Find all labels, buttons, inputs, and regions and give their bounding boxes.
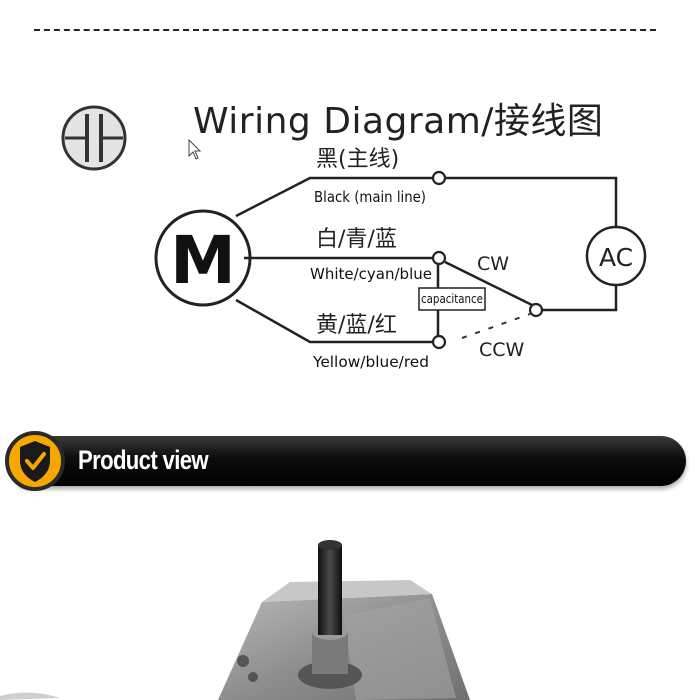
wire-label-cn-black: 黑(主线) [316, 147, 399, 172]
cw-label: CW [477, 253, 509, 275]
mouse-cursor-icon [188, 138, 202, 160]
yellow-wire [235, 298, 432, 344]
wire-label-cn-white: 白/青/蓝 [316, 227, 397, 252]
ac-power-symbol: AC [585, 225, 647, 287]
black-wire [235, 176, 432, 218]
capacitor-symbol-icon [61, 105, 127, 171]
motor-label: M [170, 222, 236, 299]
product-photo [0, 540, 470, 700]
terminal-switch [528, 302, 544, 318]
wire-label-en-white: White/cyan/blue [310, 265, 432, 283]
ccw-switch-line [461, 313, 531, 339]
capacitor-box [418, 287, 486, 311]
ac-label: AC [599, 243, 633, 272]
diagram-title: Wiring Diagram/接线图 [193, 101, 603, 142]
terminals [431, 170, 544, 350]
ac-top-lead [446, 176, 618, 227]
wiring-diagram: Wiring Diagram/接线图 M AC capacitance 黑(主线… [61, 101, 647, 371]
terminal-black [431, 170, 447, 186]
terminal-white [431, 250, 447, 266]
ccw-label: CCW [479, 339, 525, 361]
motor-symbol: M [154, 209, 252, 307]
wire-lines [235, 176, 618, 344]
wire-label-en-yellow: Yellow/blue/red [312, 353, 429, 371]
wire-label-cn-yellow: 黄/蓝/红 [316, 313, 397, 338]
section-title: Product view [78, 445, 209, 475]
capacitor-label: capacitance [421, 292, 483, 306]
ac-bottom-lead [542, 285, 618, 312]
shield-check-icon [5, 431, 65, 491]
top-dashed-divider [34, 29, 656, 31]
cw-switch-line [444, 260, 533, 307]
section-banner [18, 436, 686, 486]
terminal-yellow [431, 334, 447, 350]
wire-label-en-black: Black (main line) [314, 188, 426, 206]
